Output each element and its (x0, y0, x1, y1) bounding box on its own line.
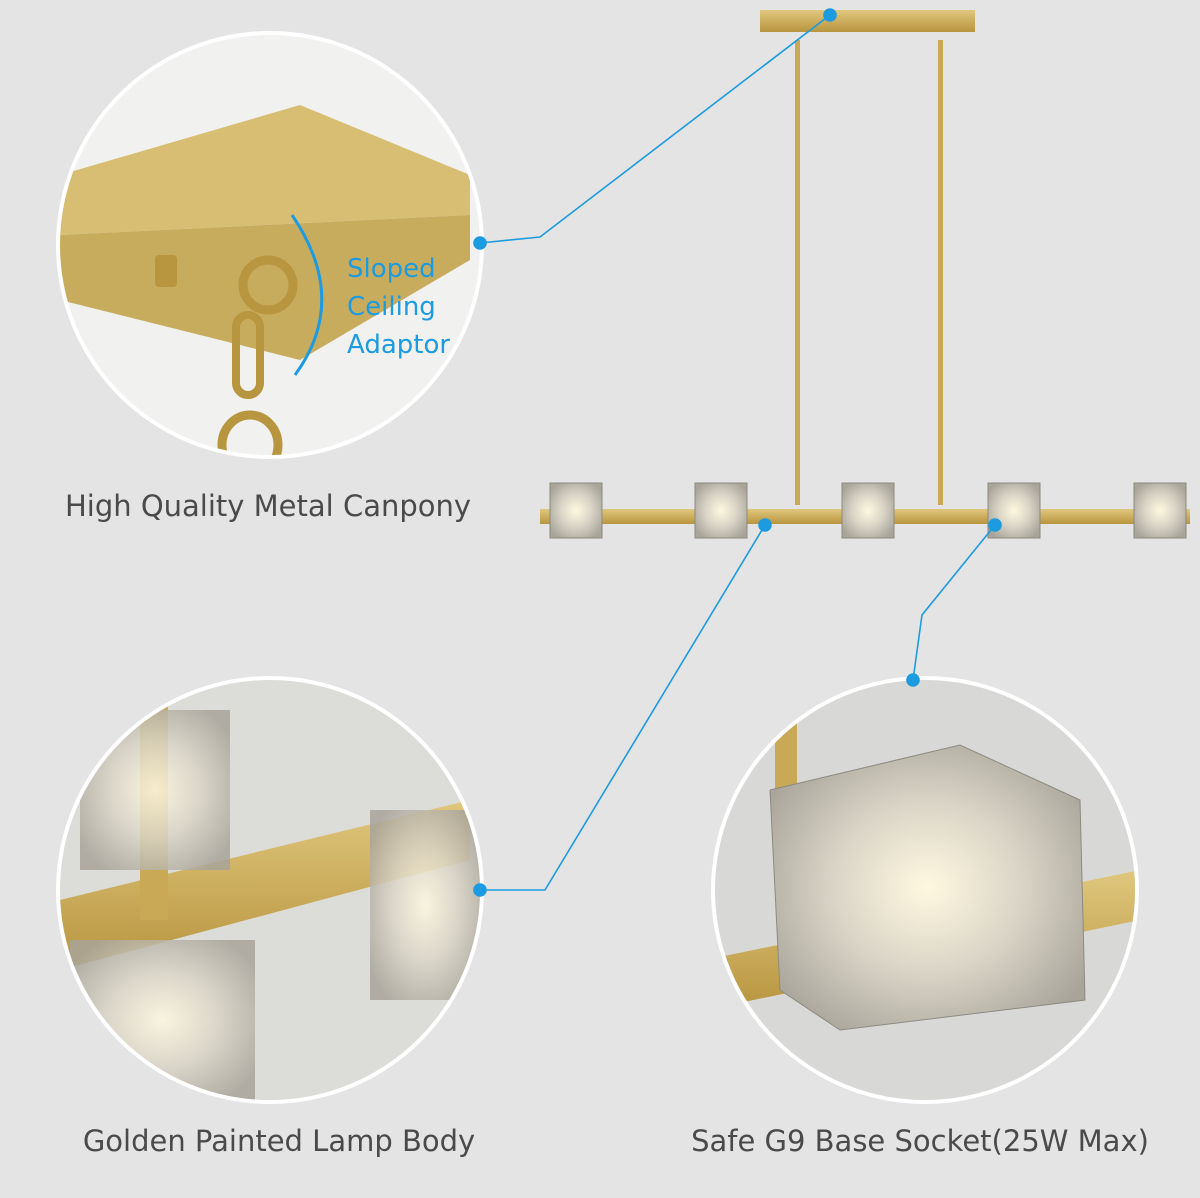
suspension-rod (795, 40, 800, 505)
canopy-detail-circle (56, 31, 484, 459)
canopy-label: High Quality Metal Canpony (64, 489, 472, 523)
socket-detail-circle (711, 676, 1139, 1104)
suspension-rod (938, 40, 943, 505)
sloped-ceiling-callout: Sloped Ceiling Adaptor (347, 250, 450, 364)
socket-label: Safe G9 Base Socket(25W Max) (691, 1124, 1149, 1158)
ceiling-canopy (760, 10, 975, 32)
chandelier (540, 10, 1190, 539)
callout-line: Ceiling (347, 292, 436, 322)
callout-lines (473, 8, 1002, 897)
lamp-body-label: Golden Painted Lamp Body (82, 1124, 476, 1158)
lamp-body-detail-circle (56, 676, 484, 1104)
crystal-cube (549, 482, 1187, 539)
callout-line: Adaptor (347, 330, 451, 360)
callout-line: Sloped (347, 254, 436, 284)
